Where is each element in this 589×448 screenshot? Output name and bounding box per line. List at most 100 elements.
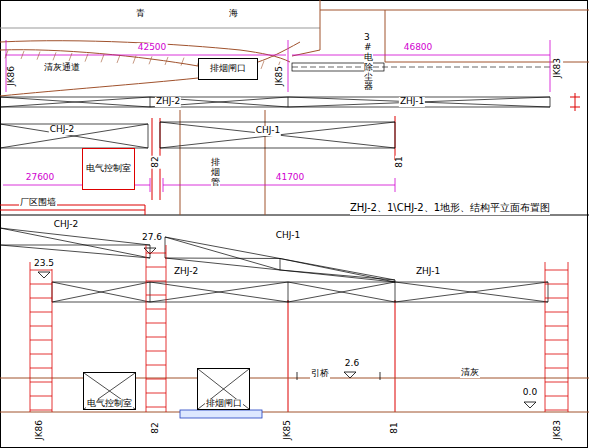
drawing-label: 42500 <box>137 43 168 53</box>
drawing-stroke <box>545 312 568 313</box>
drawing-stroke <box>160 122 161 148</box>
drawing-stroke <box>261 61 264 69</box>
drawing-stroke <box>30 354 52 355</box>
drawing-label: 厂区围墙 <box>19 198 57 208</box>
drawing-stroke <box>0 228 1 245</box>
drawing-stroke <box>0 97 550 302</box>
drawing-stroke <box>545 396 568 397</box>
drawing-label: 排烟管 <box>211 158 220 188</box>
drawing-stroke <box>150 97 288 107</box>
drawing-label: CHJ-2 <box>53 220 79 230</box>
drawing-label: 41700 <box>275 173 306 183</box>
drawing-label: 海 <box>228 9 239 19</box>
drawing-stroke <box>258 42 300 62</box>
drawing-stroke <box>30 284 52 285</box>
drawing-stroke <box>146 245 166 412</box>
drawing-stroke <box>117 55 120 63</box>
drawing-stroke <box>146 323 166 324</box>
drawing-stroke <box>30 270 52 271</box>
drawing-stroke <box>288 282 395 302</box>
drawing-stroke <box>30 396 52 397</box>
drawing-stroke <box>150 245 151 258</box>
box-label: 电气控制室 <box>85 164 132 174</box>
drawing-label: CHJ-1 <box>255 126 281 136</box>
drawing-label: 清灰 <box>460 368 480 378</box>
drawing-stroke <box>0 93 580 412</box>
drawing-stroke <box>288 300 395 412</box>
drawing-stroke <box>165 57 168 65</box>
drawing-stroke <box>30 340 52 341</box>
drawing-label: 23.5 <box>33 259 55 269</box>
drawing-stroke <box>146 281 166 282</box>
drawing-label: 2.6 <box>344 359 360 369</box>
drawing-stroke <box>545 340 568 341</box>
drawing-stroke <box>545 326 568 327</box>
drawing-stroke <box>146 253 166 254</box>
drawing-label: JK83 <box>553 57 563 79</box>
drawing-stroke <box>180 410 262 418</box>
drawing-label: 81 <box>390 421 400 434</box>
drawing-stroke <box>545 298 568 299</box>
drawing-stroke <box>0 97 1 107</box>
drawing-stroke <box>146 393 166 394</box>
box-label: 排烟闸口 <box>209 64 247 74</box>
drawing-stroke <box>30 368 52 369</box>
drawing-stroke <box>149 56 152 64</box>
drawing-stroke <box>0 124 148 148</box>
drawing-stroke <box>5 50 8 58</box>
box-label: 电气控制室 <box>86 399 133 409</box>
drawing-stroke <box>30 262 52 412</box>
drawing-label: 青 <box>135 9 146 19</box>
labelled-box: 电气控制室 <box>82 148 135 190</box>
drawing-stroke <box>0 124 148 148</box>
drawing-stroke <box>3 40 550 192</box>
drawing-stroke <box>146 267 166 268</box>
drawing-label: 引桥 <box>310 369 330 379</box>
drawing-stroke <box>160 122 395 148</box>
labelled-box: 排烟闸口 <box>197 368 250 410</box>
drawing-stroke <box>160 122 395 148</box>
drawing-label: CHJ-1 <box>275 231 301 241</box>
drawing-label: 46800 <box>403 43 434 53</box>
drawing-stroke <box>53 52 56 60</box>
drawing-label: 81 <box>395 155 405 168</box>
drawing-stroke <box>0 97 550 107</box>
drawing-stroke <box>69 53 72 61</box>
drawing-stroke <box>146 337 166 338</box>
drawing-stroke <box>146 379 166 380</box>
drawing-stroke <box>198 369 249 409</box>
drawing-stroke <box>101 54 104 62</box>
box-label: 排烟闸口 <box>205 399 243 409</box>
drawing-stroke <box>3 178 395 192</box>
drawing-label: CHJ-2 <box>49 125 75 135</box>
drawing-stroke <box>288 282 289 302</box>
drawing-stroke <box>0 50 198 66</box>
drawing-stroke <box>524 402 536 408</box>
drawing-stroke <box>545 284 568 285</box>
drawing-stroke <box>550 97 551 107</box>
drawing-label: 82 <box>151 155 161 168</box>
drawing-label: JK86 <box>7 65 17 87</box>
drawing-title: ZHJ-2、1\CHJ-2、1地形、结构平立面布置图 <box>350 201 550 215</box>
drawing-stroke <box>0 228 150 258</box>
drawing-stroke <box>30 298 52 299</box>
drawing-stroke <box>30 382 52 383</box>
drawing-stroke <box>30 245 568 412</box>
drawing-stroke <box>84 373 135 409</box>
drawing-stroke <box>152 93 580 200</box>
drawing-label: JK85 <box>275 65 285 87</box>
drawing-stroke <box>146 365 166 366</box>
drawing-stroke <box>146 407 166 408</box>
drawing-stroke <box>85 54 88 62</box>
drawing-stroke <box>30 312 52 313</box>
drawing-stroke <box>165 237 166 258</box>
drawing-stroke <box>146 309 166 310</box>
labelled-box: 排烟闸口 <box>198 58 258 80</box>
drawing-stroke <box>288 97 289 107</box>
drawing-stroke <box>280 259 281 271</box>
drawing-stroke <box>146 295 166 296</box>
drawing-label: ZHJ-2 <box>155 97 181 107</box>
drawing-stroke <box>0 78 198 96</box>
